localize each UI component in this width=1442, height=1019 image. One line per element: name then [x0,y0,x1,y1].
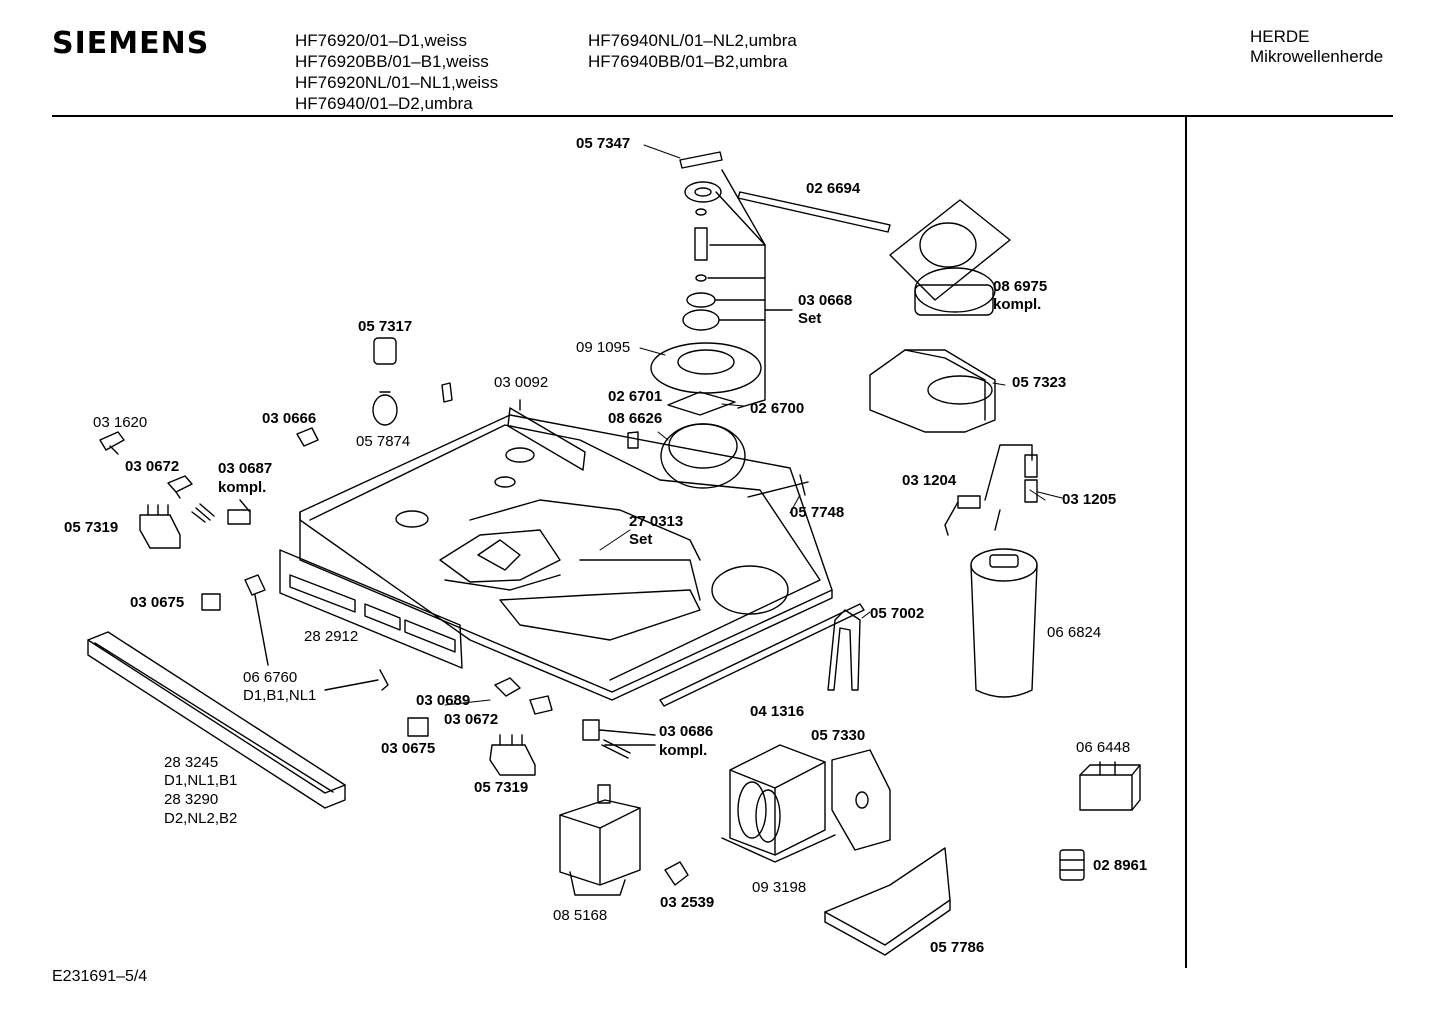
model-line: HF76920/01–D1,weiss [295,31,467,50]
part-label: 02 8961 [1093,857,1148,874]
fuse-holder-drawing [99,431,125,455]
part-label: 28 3290 [164,791,219,808]
strap-drawing [827,609,861,691]
vent-panel-drawing [279,549,463,669]
part-label: kompl. [659,742,708,759]
part-label: 03 0672 [125,458,180,475]
part-label: 02 6701 [608,388,663,405]
model-line: HF76940/01–D2,umbra [295,94,473,113]
lamp-drawing [372,337,398,426]
part-label: 09 3198 [752,879,807,896]
model-list-1: HF76920/01–D1,weiss HF76920BB/01–B1,weis… [295,30,498,114]
trim-strip-drawing [87,631,346,809]
part-label: 03 0092 [494,374,549,391]
fan-motor-drawing [889,199,1011,316]
part-label: 05 7786 [930,939,985,956]
part-label: 05 7319 [64,519,119,536]
model-list-2: HF76940NL/01–NL2,umbra HF76940BB/01–B2,u… [588,30,797,72]
door-switch-center-drawing [489,734,536,776]
part-label: 03 0689 [416,692,471,709]
leader-lines [444,144,1063,706]
part-label: Set [798,310,822,327]
part-label: 03 0668 [798,292,853,309]
part-label: 05 7317 [358,318,413,335]
part-label: 03 0666 [262,410,317,427]
belt-drawing [737,191,891,233]
part-label: 05 7330 [811,727,866,744]
relay-drawing [1079,761,1141,811]
part-label: 03 0672 [444,711,499,728]
model-line: HF76920NL/01–NL1,weiss [295,73,499,92]
part-label: 05 7347 [576,135,631,152]
part-label: 06 6824 [1047,624,1102,641]
small-switches-drawing [407,677,553,737]
part-label: D2,NL2,B2 [164,810,238,827]
bracket-drawing [507,399,586,471]
category: HERDE [1250,27,1310,46]
part-label: 08 5168 [553,907,608,924]
part-label: 08 6626 [608,410,663,427]
header-rule [52,115,1393,117]
part-label: 03 0686 [659,723,714,740]
part-label: 05 7319 [474,779,529,796]
part-label: 06 6448 [1076,739,1131,756]
part-label: 27 0313 [629,513,684,530]
drive-stack-drawing [650,151,793,489]
transformer-drawing [721,744,836,863]
part-label: kompl. [993,296,1042,313]
hardware-drawing [296,382,809,498]
part-label: 03 1620 [93,414,148,431]
chassis-drawing [299,414,833,701]
micro-switch-drawing [201,593,221,611]
part-label: 03 0675 [130,594,185,611]
magnetron-drawing [559,784,641,896]
part-label: 06 6760 [243,669,298,686]
part-label: 02 6700 [750,400,805,417]
part-label: 09 1095 [576,339,631,356]
part-label: 05 7323 [1012,374,1067,391]
capacitor-drawing [970,548,1038,698]
part-label: 08 6975 [993,278,1048,295]
door-switch-drawing [139,504,181,549]
part-label: D1,NL1,B1 [164,772,238,789]
category-block: HERDE Mikrowellenherde [1250,27,1383,67]
shield-plate-drawing [831,749,891,851]
part-label: Set [629,531,653,548]
subcategory: Mikrowellenherde [1250,47,1384,66]
part-label: D1,B1,NL1 [243,687,317,704]
terminal-block-drawing [1059,849,1085,881]
part-label: 03 2539 [660,894,715,911]
model-line: HF76920BB/01–B1,weiss [295,52,489,71]
part-label: 05 7874 [356,433,411,450]
brand-logo: SIEMENS [52,26,210,61]
part-label: 03 1205 [1062,491,1117,508]
thermostat-drawing [944,444,1038,536]
model-line: HF76940BB/01–B2,umbra [588,52,788,71]
switch-drawing [167,475,193,499]
part-label: 03 1204 [902,472,957,489]
interlock-kit-drawing [191,499,251,525]
part-label: 28 2912 [304,628,359,645]
part-label: kompl. [218,479,267,496]
part-label: 05 7748 [790,504,845,521]
part-label: 05 7002 [870,605,925,622]
fan-housing-drawing [869,349,996,433]
part-label: 28 3245 [164,754,219,771]
model-line: HF76940NL/01–NL2,umbra [588,31,797,50]
clip-small-drawing [664,861,689,886]
seal-strip-drawing [659,603,865,707]
part-label: 04 1316 [750,703,805,720]
part-label: 03 0675 [381,740,436,757]
part-label: 02 6694 [806,180,861,197]
side-rule [1185,117,1187,968]
clip-drawing [244,574,389,691]
interlock-kit-center-drawing [582,719,656,759]
base-bracket-drawing [824,847,951,956]
part-label: 03 0687 [218,460,273,477]
document-id: E231691–5/4 [52,968,148,985]
